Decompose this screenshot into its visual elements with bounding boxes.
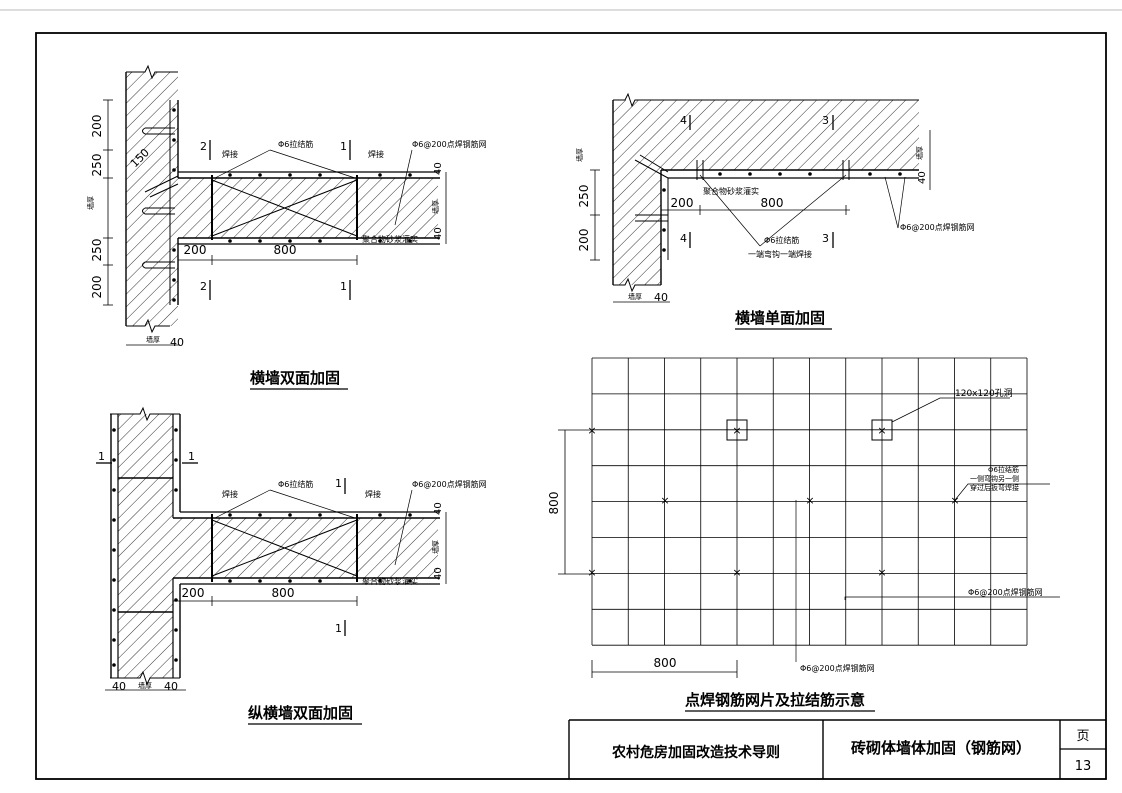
dim-40: 40 <box>654 291 668 304</box>
tie-desc-1: Φ6拉结筋 <box>988 465 1019 474</box>
wall-thickness-label: 墙厚 <box>431 200 440 214</box>
section-mark-1: 1 <box>98 450 105 463</box>
dim-200: 200 <box>90 115 104 138</box>
wall-hatch <box>126 72 178 178</box>
dim-800: 800 <box>547 492 561 515</box>
svg-text:×: × <box>587 566 596 579</box>
section-mark-3: 3 <box>822 232 829 245</box>
mesh-label: Φ6@200点焊钢筋网 <box>800 663 875 673</box>
dim-200: 200 <box>90 276 104 299</box>
weld-label: 焊接 <box>368 149 384 159</box>
guide-title: 农村危房加固改造技术导则 <box>611 744 780 761</box>
mortar-label: 聚合物砂浆灌实 <box>362 576 418 586</box>
dim-40: 40 <box>433 502 444 515</box>
tie-label: Φ6拉结筋 <box>278 139 313 149</box>
drawing-title: 横墙单面加固 <box>735 309 825 327</box>
mesh-label: Φ6@200点焊钢筋网 <box>900 222 975 232</box>
weld-label: 焊接 <box>222 489 238 499</box>
section-mark-1: 1 <box>335 477 342 490</box>
section-mark-2: 2 <box>200 280 207 293</box>
wall-thickness-label: 墙厚 <box>146 335 160 344</box>
detail-longitudinal-transverse-wall: 200 800 40 墙厚 40 40 40 墙厚 1 1 1 1 焊接 Φ6拉… <box>96 406 487 725</box>
section-mark-1: 1 <box>188 450 195 463</box>
wall-thickness-label: 墙厚 <box>86 196 95 210</box>
section-mark-2: 2 <box>200 140 207 153</box>
detail-welded-mesh: × × × × × × × × × 800 800 120x120孔洞 Φ6拉结筋 一侧弯… <box>547 357 1060 712</box>
hole-marker <box>726 419 748 441</box>
mesh-label: Φ6@200点焊钢筋网 <box>412 139 487 149</box>
drawing-title: 点焊钢筋网片及拉结筋示意 <box>685 691 865 709</box>
dim-40: 40 <box>917 171 928 184</box>
wall-hatch <box>173 518 438 578</box>
drawing-frame <box>35 32 1107 780</box>
section-mark-4: 4 <box>680 232 687 245</box>
section-mark-1: 1 <box>340 140 347 153</box>
svg-text:×: × <box>805 494 814 507</box>
section-mark-1: 1 <box>335 622 342 635</box>
wall-hatch <box>118 414 173 678</box>
wall-thickness-label: 墙厚 <box>915 146 924 160</box>
dim-40: 40 <box>112 680 126 693</box>
weld-label: 焊接 <box>365 489 381 499</box>
dim-40: 40 <box>433 227 444 240</box>
tie-label: Φ6拉结筋 <box>764 235 799 245</box>
svg-text:×: × <box>877 566 886 579</box>
mesh-grid <box>591 357 1028 646</box>
dim-200: 200 <box>182 586 205 600</box>
svg-text:×: × <box>732 566 741 579</box>
hole-label: 120x120孔洞 <box>955 388 1013 399</box>
wall-hatch <box>126 238 178 326</box>
dim-250: 250 <box>577 185 591 208</box>
svg-text:×: × <box>877 424 886 437</box>
wall-thickness-label: 墙厚 <box>138 681 152 690</box>
dim-200: 200 <box>577 229 591 252</box>
dim-200: 200 <box>184 243 207 257</box>
dim-800: 800 <box>761 196 784 210</box>
drawing-title: 纵横墙双面加固 <box>248 704 353 722</box>
dim-250: 250 <box>90 239 104 262</box>
tie-desc-2: 一侧弯钩另一侧 <box>970 474 1019 483</box>
detail-transverse-wall-double: 200 250 250 200 150 墙厚 200 800 墙厚 40 40 … <box>86 64 487 390</box>
dim-200: 200 <box>671 196 694 210</box>
tie-label: Φ6拉结筋 <box>278 479 313 489</box>
section-mark-1: 1 <box>340 280 347 293</box>
dim-800: 800 <box>272 586 295 600</box>
sheet-title: 砖砌体墙体加固（钢筋网） <box>851 739 1031 757</box>
weld-label: 焊接 <box>222 149 238 159</box>
dim-800: 800 <box>654 656 677 670</box>
section-mark-4: 4 <box>680 114 687 127</box>
tie-desc-3: 穿过后扳弯焊接 <box>970 483 1019 492</box>
dim-40: 40 <box>433 162 444 175</box>
mesh-label: Φ6@200点焊钢筋网 <box>412 479 487 489</box>
drawing-title: 横墙双面加固 <box>250 369 340 387</box>
dim-40: 40 <box>170 336 184 349</box>
wall-hatch <box>178 178 438 238</box>
svg-text:×: × <box>587 424 596 437</box>
hole-marker <box>871 419 893 441</box>
dim-40: 40 <box>433 567 444 580</box>
wall-hatch <box>661 100 919 170</box>
svg-text:×: × <box>660 494 669 507</box>
page-number: 13 <box>1075 759 1092 774</box>
section-mark-3: 3 <box>822 114 829 127</box>
dim-800: 800 <box>274 243 297 257</box>
wall-thickness-label: 墙厚 <box>431 540 440 554</box>
dim-40: 40 <box>164 680 178 693</box>
tie-markers: × × × × × × × × × <box>587 424 959 579</box>
svg-text:×: × <box>732 424 741 437</box>
wall-thickness-label: 墙厚 <box>575 148 584 162</box>
detail-transverse-wall-single: 250 200 墙厚 200 800 墙厚 40 墙厚 40 4 4 3 3 聚… <box>575 92 975 330</box>
page-label: 页 <box>1076 729 1089 744</box>
title-block: 农村危房加固改造技术导则 砖砌体墙体加固（钢筋网） 页 13 <box>568 719 1106 779</box>
mortar-label: 聚合物砂浆灌实 <box>703 186 759 196</box>
wall-thickness-label: 墙厚 <box>628 292 642 301</box>
mesh-label: Φ6@200点焊钢筋网 <box>968 587 1043 597</box>
svg-text:×: × <box>950 494 959 507</box>
mortar-label: 聚合物砂浆灌实 <box>362 234 418 244</box>
wall-hatch <box>613 100 661 285</box>
hook-label: 一端弯钩一端焊接 <box>748 249 812 259</box>
dim-250: 250 <box>90 154 104 177</box>
